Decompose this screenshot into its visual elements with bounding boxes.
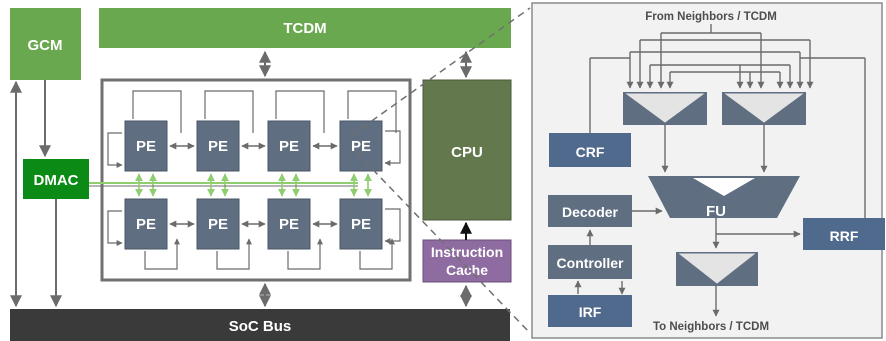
instruction-cache-label-1: Instruction <box>431 244 503 260</box>
tcdm-block <box>99 8 511 48</box>
pe-bottom-loop <box>359 238 395 270</box>
irf-label: IRF <box>579 304 602 320</box>
pe-block: PE <box>267 198 311 250</box>
soc-bus-block <box>10 309 510 341</box>
dmac-block <box>23 159 89 199</box>
tcdm-label: TCDM <box>283 20 326 37</box>
pe-top-loop <box>347 90 397 133</box>
gcm-label: GCM <box>28 37 63 54</box>
pe-grid: PE PE PE PE PE PE PE PE <box>124 120 383 250</box>
pe-label: PE <box>351 216 371 233</box>
fu-output-wiring <box>712 218 801 317</box>
pe-label: PE <box>208 138 228 155</box>
pe-top-loop <box>132 90 182 133</box>
pe-mesh-wires <box>107 90 401 270</box>
zoom-dashed-line-bottom <box>355 151 531 334</box>
cpu-label: CPU <box>451 144 483 161</box>
decoder-block <box>548 195 632 227</box>
mux-left <box>623 92 707 125</box>
pe-block-body <box>267 120 311 172</box>
pe-label: PE <box>136 216 156 233</box>
pe-block: PE <box>267 120 311 172</box>
input-wiring <box>589 24 866 218</box>
controller-block <box>548 245 632 279</box>
pe-side-wrap <box>107 210 123 246</box>
from-neighbors-label: From Neighbors / TCDM <box>645 11 777 23</box>
pe-block-body <box>196 120 240 172</box>
pe-side-wrap <box>384 130 401 166</box>
pe-block-body <box>339 120 383 172</box>
mux-right <box>722 92 806 125</box>
instruction-cache-label-2: Cache <box>446 262 488 278</box>
pe-array-frame <box>100 78 412 282</box>
dmac-label: DMAC <box>34 172 79 189</box>
pe-top-loop <box>204 90 254 133</box>
pe-bottom-loop <box>144 238 180 270</box>
pe-block-body <box>124 198 168 250</box>
pe-top-loop <box>275 90 325 133</box>
rrf-block <box>803 218 885 250</box>
rrf-label: RRF <box>830 228 859 244</box>
crf-label: CRF <box>576 144 605 160</box>
dmac-taps <box>135 173 358 197</box>
gcm-block <box>10 8 81 80</box>
pe-side-wrap <box>384 208 401 244</box>
fu-label: FU <box>706 203 726 220</box>
pe-bottom-loop <box>287 238 323 270</box>
controller-label: Controller <box>557 255 624 271</box>
pe-block: PE <box>196 120 240 172</box>
soc-bus-label: SoC Bus <box>229 318 292 335</box>
mux-output <box>676 252 758 286</box>
pe-block: PE <box>339 198 383 250</box>
pe-label: PE <box>279 138 299 155</box>
pe-block-body <box>196 198 240 250</box>
pe-block-body <box>339 198 383 250</box>
pe-block-body <box>124 120 168 172</box>
cpu-block <box>422 79 512 221</box>
pe-label: PE <box>136 138 156 155</box>
decoder-label: Decoder <box>562 204 619 220</box>
pe-bottom-loop <box>216 238 252 270</box>
pe-block: PE <box>124 120 168 172</box>
pe-label: PE <box>279 216 299 233</box>
pe-side-wrap <box>107 132 123 168</box>
pe-block: PE <box>339 120 383 172</box>
pe-detail-panel <box>531 2 883 339</box>
fu-block <box>648 176 800 218</box>
zoom-dashed-line-top <box>351 7 531 136</box>
pe-block: PE <box>196 198 240 250</box>
pe-label: PE <box>351 138 371 155</box>
crf-block <box>549 133 631 167</box>
pe-block: PE <box>124 198 168 250</box>
to-neighbors-label: To Neighbors / TCDM <box>653 321 769 333</box>
irf-block <box>548 295 632 327</box>
pe-label: PE <box>208 216 228 233</box>
pe-block-body <box>267 198 311 250</box>
